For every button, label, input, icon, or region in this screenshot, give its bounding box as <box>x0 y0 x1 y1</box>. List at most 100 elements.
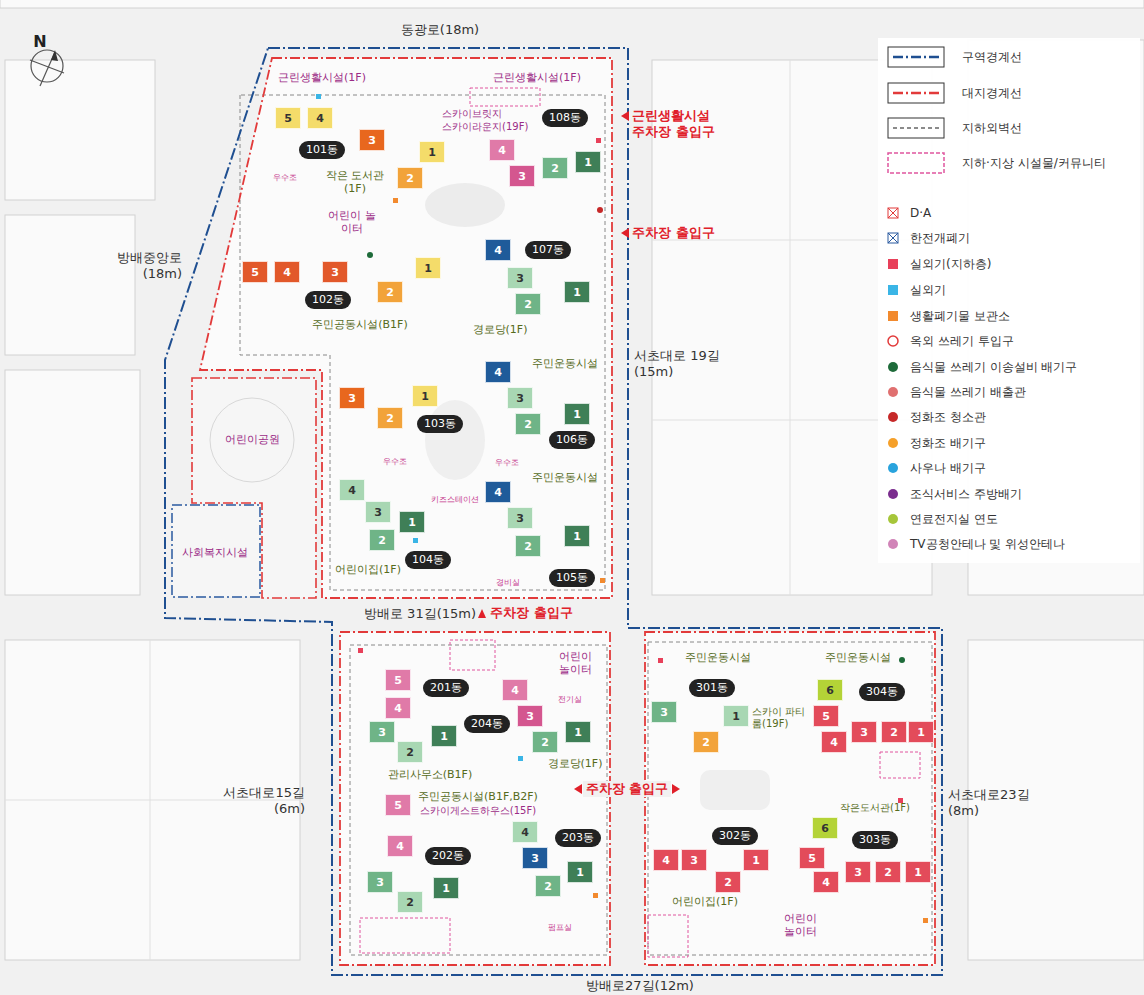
facility-label: 주민운동시설 <box>685 651 751 664</box>
building-core: 4 <box>274 261 300 283</box>
building-label: 108동 <box>542 109 588 127</box>
building-text: 105동 <box>556 570 588 586</box>
building-text: 4 <box>521 826 529 839</box>
legend-text: 옥외 쓰레기 투입구 <box>910 333 1014 350</box>
building-core: 2 <box>881 721 907 743</box>
facility-label: 어린이 놀이터 <box>327 209 377 235</box>
building-core: 1 <box>565 721 591 743</box>
building-core: 4 <box>813 871 839 893</box>
building-label: 103동 <box>417 415 463 433</box>
building-core: 1 <box>433 877 459 899</box>
road-name: 서초대로 19길 (15m) <box>634 348 729 379</box>
legend-swatch <box>888 259 898 269</box>
legend-row: 생활폐기물 보관소 <box>888 307 1010 325</box>
building-text: 202동 <box>432 848 464 864</box>
building-text: 5 <box>394 799 402 812</box>
building-text: 2 <box>386 286 394 299</box>
facility-label: 어린이공원 <box>225 433 280 446</box>
building-text: 6 <box>826 684 834 697</box>
building-core: 2 <box>515 535 541 557</box>
facility-label: 스카이 파티룸(19F) <box>752 706 812 730</box>
building-text: 2 <box>524 418 532 431</box>
building-label: 304동 <box>859 683 905 701</box>
building-text: 3 <box>516 272 524 285</box>
legend-row: 실외기(지하층) <box>888 255 991 273</box>
facility-label: 경로당(1F) <box>548 757 603 770</box>
building-text: 1 <box>914 866 922 879</box>
building-core: 4 <box>485 239 511 261</box>
building-text: 1 <box>576 866 584 879</box>
building-core: 5 <box>813 705 839 727</box>
facility-label: 경로당(1F) <box>473 323 528 336</box>
building-core: 2 <box>369 529 395 551</box>
building-core: 4 <box>307 107 333 129</box>
building-text: 2 <box>524 298 532 311</box>
building-text: 4 <box>662 854 670 867</box>
building-text: 1 <box>442 882 450 895</box>
building-core: 5 <box>242 261 268 283</box>
building-text: 4 <box>348 484 356 497</box>
building-label: 301동 <box>689 679 735 697</box>
building-text: 302동 <box>719 828 751 844</box>
legend-text: 실외기(지하층) <box>910 256 991 273</box>
legend-swatch <box>888 463 898 473</box>
small-facility-label: 우수조 <box>383 457 407 467</box>
building-text: 3 <box>860 726 868 739</box>
legend-text: 음식물 쓰레기 이송설비 배기구 <box>910 359 1077 376</box>
building-text: 1 <box>752 854 760 867</box>
small-facility-label: 우수조 <box>495 458 519 468</box>
building-text: 2 <box>406 896 414 909</box>
entrance-label: 주차장 출입구 <box>632 225 715 241</box>
building-core: 1 <box>419 141 445 163</box>
building-core: 3 <box>522 847 548 869</box>
facility-label: 사회복지시설 <box>182 546 248 559</box>
building-text: 4 <box>283 266 291 279</box>
building-core: 2 <box>397 741 423 763</box>
facility-label: 근린생활시설(1F) <box>278 71 366 84</box>
building-text: 103동 <box>424 416 456 432</box>
building-text: 3 <box>526 710 534 723</box>
building-core: 1 <box>412 385 438 407</box>
building-text: 1 <box>428 146 436 159</box>
building-text: 107동 <box>532 242 564 258</box>
building-core: 1 <box>905 861 931 883</box>
building-text: 3 <box>376 876 384 889</box>
building-core: 2 <box>377 407 403 429</box>
legend-text: 생활폐기물 보관소 <box>910 308 1010 325</box>
road-name: 방배로27길(12m) <box>586 978 694 994</box>
building-text: 2 <box>884 866 892 879</box>
building-text: 3 <box>374 506 382 519</box>
legend-row: 음식물 쓰레기 배출관 <box>888 383 1026 401</box>
building-text: 106동 <box>556 432 588 448</box>
facility-label: 작은 도서관(1F) <box>323 169 387 195</box>
building-text: 2 <box>524 540 532 553</box>
legend-row: 음식물 쓰레기 이송설비 배기구 <box>888 358 1077 376</box>
building-core: 2 <box>397 891 423 913</box>
building-core: 3 <box>359 129 385 151</box>
building-text: 2 <box>702 736 710 749</box>
legend-swatch <box>888 311 898 321</box>
building-core: 2 <box>515 413 541 435</box>
facility-label: 관리사무소(B1F) <box>388 768 472 781</box>
building-core: 2 <box>397 167 423 189</box>
legend-text: 지하·지상 시설물/커뮤니티 <box>962 155 1106 172</box>
legend-row: 실외기 <box>888 281 946 299</box>
building-text: 2 <box>386 412 394 425</box>
facility-label: 주민운동시설 <box>825 651 891 664</box>
building-core: 1 <box>723 705 749 727</box>
legend-swatch <box>888 362 898 372</box>
building-text: 3 <box>331 266 339 279</box>
building-core: 4 <box>821 731 847 753</box>
building-core: 1 <box>564 403 590 425</box>
building-text: 201동 <box>430 680 462 696</box>
building-label: 203동 <box>555 829 601 847</box>
building-text: 4 <box>316 112 324 125</box>
building-core: 2 <box>875 861 901 883</box>
building-text: 4 <box>494 486 502 499</box>
building-text: 3 <box>348 392 356 405</box>
building-core: 3 <box>507 267 533 289</box>
legend-swatch <box>888 514 898 524</box>
building-text: 2 <box>890 726 898 739</box>
facility-label: 주민운동시설 <box>532 471 598 484</box>
small-facility-label: 우수조 <box>273 173 297 183</box>
